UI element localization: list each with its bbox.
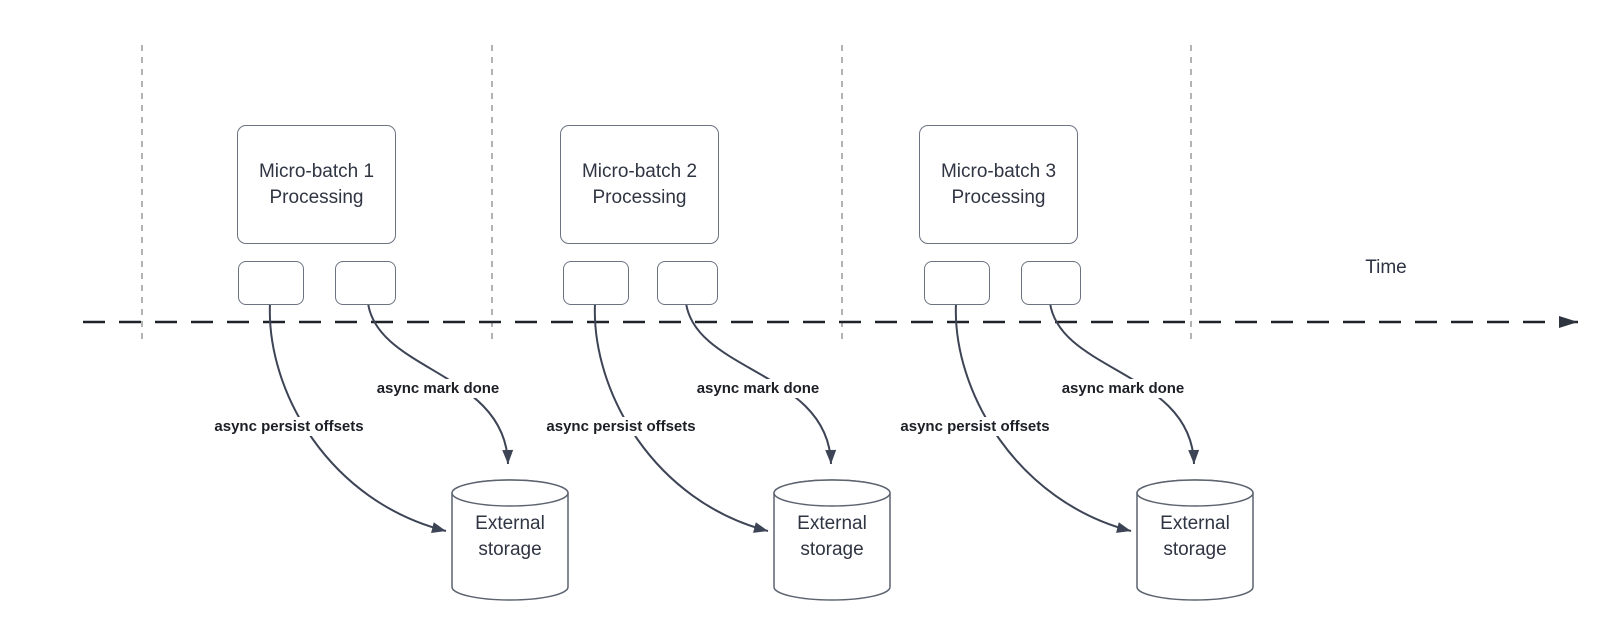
async-persist-offsets-label-1: async persist offsets [209,417,369,436]
mark-done-arrow-1 [367,302,514,465]
cylinder-top-rim [451,479,569,507]
microbatch-3-title: Micro-batch 3 Processing [940,160,1057,208]
microbatch-1-title: Micro-batch 1 Processing [258,160,375,208]
done-task-box-3 [1021,261,1081,305]
microbatch-2-title: Micro-batch 2 Processing [581,160,698,208]
persist-offsets-arrow-3 [954,302,1132,533]
mark-done-arrow-2 [685,302,837,465]
external-storage-cylinder-1 [451,479,569,601]
mark-done-arrow-3 [1049,302,1200,465]
async-mark-done-label-1: async mark done [371,379,505,398]
cylinder-top-rim [1136,479,1254,507]
offset-task-box-3 [924,261,990,305]
async-persist-offsets-label-2: async persist offsets [541,417,701,436]
microbatch-2-processing-box: Micro-batch 2 Processing [560,125,719,244]
done-task-box-2 [657,261,718,305]
cylinder-top-rim [773,479,891,507]
async-persist-offsets-label-3: async persist offsets [895,417,1055,436]
offset-task-box-2 [563,261,629,305]
time-axis-label: Time [1365,257,1407,278]
microbatch-3-processing-box: Micro-batch 3 Processing [919,125,1078,244]
external-storage-text: External storage [1160,513,1230,560]
external-storage-label-2: External storage [774,492,890,582]
done-task-box-1 [335,261,396,305]
persist-offsets-arrow-1 [268,302,447,533]
async-mark-done-label-3: async mark done [1056,379,1190,398]
external-storage-text: External storage [475,513,545,560]
microbatch-1-processing-box: Micro-batch 1 Processing [237,125,396,244]
async-mark-done-label-2: async mark done [691,379,825,398]
persist-offsets-arrow-2 [593,302,769,533]
external-storage-cylinder-3 [1136,479,1254,601]
external-storage-label-1: External storage [452,492,568,582]
external-storage-cylinder-2 [773,479,891,601]
external-storage-text: External storage [797,513,867,560]
external-storage-label-3: External storage [1137,492,1253,582]
offset-task-box-1 [238,261,304,305]
